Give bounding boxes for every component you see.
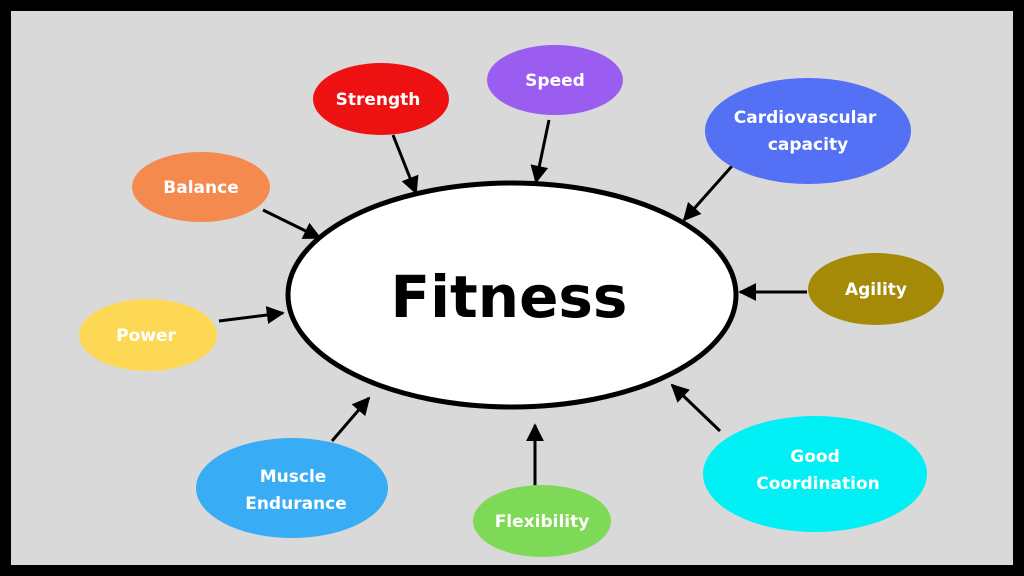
- node-muscle-endurance-shape: [196, 438, 388, 538]
- node-power-label: Power: [116, 326, 176, 346]
- node-speed-label: Speed: [525, 71, 585, 91]
- arrow-power: [218, 306, 285, 324]
- arrows-group: [218, 119, 807, 488]
- node-flexibility-label: Flexibility: [495, 512, 590, 532]
- center-ellipse: [285, 180, 739, 410]
- node-strength: Strength: [313, 63, 449, 135]
- node-strength-label: Strength: [336, 90, 421, 110]
- center-node: Fitness: [285, 180, 739, 410]
- arrow-good-coordination: [670, 383, 722, 433]
- node-muscle-endurance-label: Muscle Endurance: [245, 467, 347, 514]
- node-cardiovascular-capacity: Cardiovascular capacity: [705, 78, 911, 184]
- node-power: Power: [79, 299, 217, 371]
- node-good-coordination-label: Good Coordination: [756, 447, 880, 494]
- arrow-cardiovascular-capacity: [682, 165, 734, 222]
- arrow-strength: [391, 134, 419, 195]
- arrow-muscle-endurance: [330, 396, 371, 442]
- node-speed: Speed: [487, 45, 623, 115]
- node-cardiovascular-capacity-label: Cardiovascular capacity: [734, 108, 882, 155]
- node-balance: Balance: [132, 152, 270, 222]
- arrow-balance: [262, 208, 322, 240]
- node-strength-shape: [313, 63, 449, 135]
- node-agility-label: Agility: [845, 280, 907, 300]
- node-balance-label: Balance: [163, 178, 238, 198]
- node-power-shape: [79, 299, 217, 371]
- node-muscle-endurance: Muscle Endurance: [196, 438, 388, 538]
- node-balance-shape: [132, 152, 270, 222]
- node-speed-shape: [487, 45, 623, 115]
- node-flexibility-shape: [473, 485, 611, 557]
- node-flexibility: Flexibility: [473, 485, 611, 557]
- node-agility: Agility: [808, 253, 944, 325]
- arrow-speed: [530, 119, 551, 184]
- node-agility-shape: [808, 253, 944, 325]
- node-good-coordination-shape: [703, 416, 927, 532]
- node-good-coordination: Good Coordination: [703, 416, 927, 532]
- center-label: Fitness: [391, 263, 628, 331]
- node-cardiovascular-capacity-shape: [705, 78, 911, 184]
